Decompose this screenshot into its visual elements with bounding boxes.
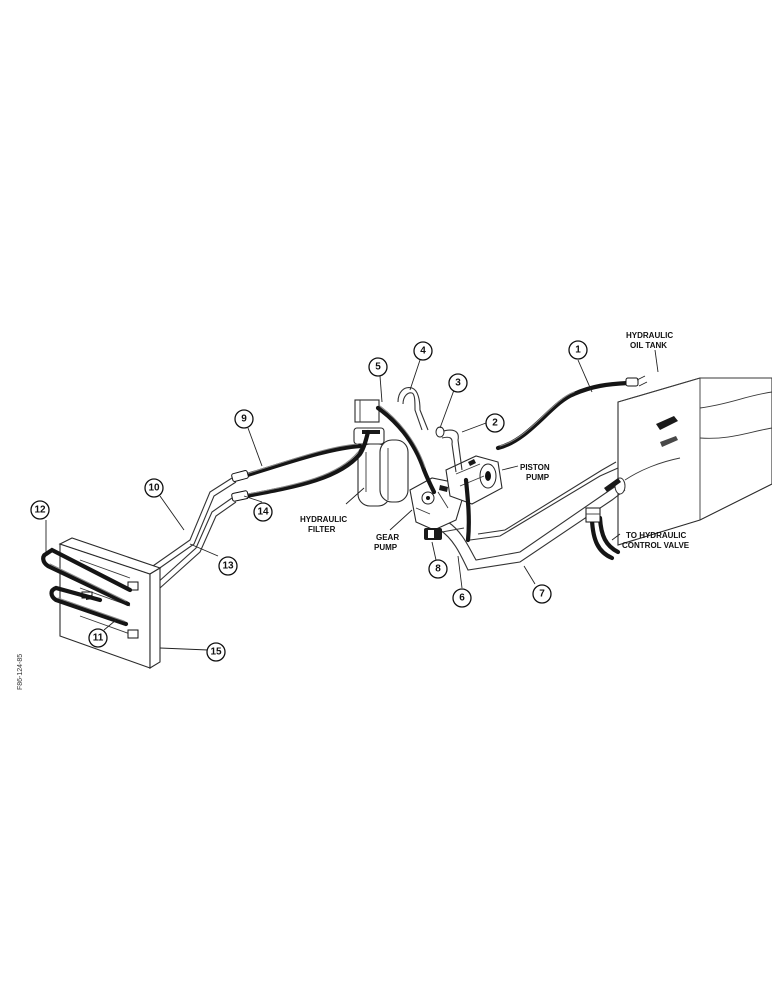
callout-6: 6	[452, 588, 472, 608]
piston-pump	[445, 455, 503, 505]
svg-text:7: 7	[539, 589, 545, 600]
hose-5	[375, 405, 437, 495]
label-hydraulic-filter: HYDRAULIC FILTER	[300, 515, 347, 534]
svg-text:HYDRAULIC: HYDRAULIC	[300, 515, 347, 524]
svg-text:15: 15	[210, 647, 222, 658]
svg-text:GEAR: GEAR	[376, 533, 399, 542]
leader-lines	[45, 349, 659, 651]
label-piston-pump: PISTON PUMP	[520, 463, 550, 482]
svg-text:10: 10	[148, 483, 160, 494]
svg-text:14: 14	[257, 507, 269, 518]
svg-text:9: 9	[241, 414, 247, 425]
hydraulic-oil-tank	[617, 377, 772, 546]
svg-text:3: 3	[455, 378, 461, 389]
hose-14	[231, 429, 371, 502]
callout-12: 12	[30, 500, 50, 520]
callout-11: 11	[88, 628, 108, 648]
callout-5: 5	[368, 357, 388, 377]
svg-text:5: 5	[375, 362, 381, 373]
svg-text:PUMP: PUMP	[374, 543, 398, 552]
hose-11	[49, 585, 129, 627]
return-tubes	[439, 461, 626, 571]
callout-4: 4	[413, 341, 433, 361]
callout-15: 15	[206, 642, 226, 662]
svg-text:12: 12	[34, 505, 46, 516]
tube-4	[397, 387, 429, 431]
svg-text:HYDRAULIC: HYDRAULIC	[626, 331, 673, 340]
oil-cooler	[58, 537, 162, 669]
hose-9	[231, 443, 363, 482]
tube-10-13	[149, 477, 237, 589]
svg-text:OIL TANK: OIL TANK	[630, 341, 667, 350]
svg-text:PUMP: PUMP	[526, 473, 550, 482]
figure-code: F86-124-85	[17, 654, 24, 690]
svg-text:1: 1	[575, 345, 581, 356]
callout-9: 9	[234, 409, 254, 429]
hydraulic-filter	[353, 399, 409, 507]
svg-text:4: 4	[420, 346, 426, 357]
svg-text:TO HYDRAULIC: TO HYDRAULIC	[626, 531, 687, 540]
callout-2: 2	[485, 413, 505, 433]
callout-1: 1	[568, 340, 588, 360]
label-gear-pump: GEAR PUMP	[374, 533, 399, 552]
callout-13: 13	[218, 556, 238, 576]
svg-text:FILTER: FILTER	[308, 525, 336, 534]
svg-text:6: 6	[459, 593, 465, 604]
svg-text:8: 8	[435, 564, 441, 575]
callout-10: 10	[144, 478, 164, 498]
callout-14: 14	[253, 502, 273, 522]
svg-text:13: 13	[222, 561, 234, 572]
svg-text:PISTON: PISTON	[520, 463, 550, 472]
svg-text:11: 11	[93, 633, 104, 644]
control-valve-hose	[585, 507, 621, 561]
svg-text:2: 2	[492, 418, 498, 429]
hose-8	[424, 477, 471, 543]
label-hydraulic-oil-tank: HYDRAULIC OIL TANK	[626, 331, 673, 350]
callout-8: 8	[428, 559, 448, 579]
hose-12	[41, 547, 133, 607]
callout-3: 3	[448, 373, 468, 393]
label-to-control-valve: TO HYDRAULIC CONTROL VALVE	[622, 531, 690, 550]
hose-1	[495, 375, 648, 451]
callout-7: 7	[532, 584, 552, 604]
svg-text:CONTROL VALVE: CONTROL VALVE	[622, 541, 690, 550]
